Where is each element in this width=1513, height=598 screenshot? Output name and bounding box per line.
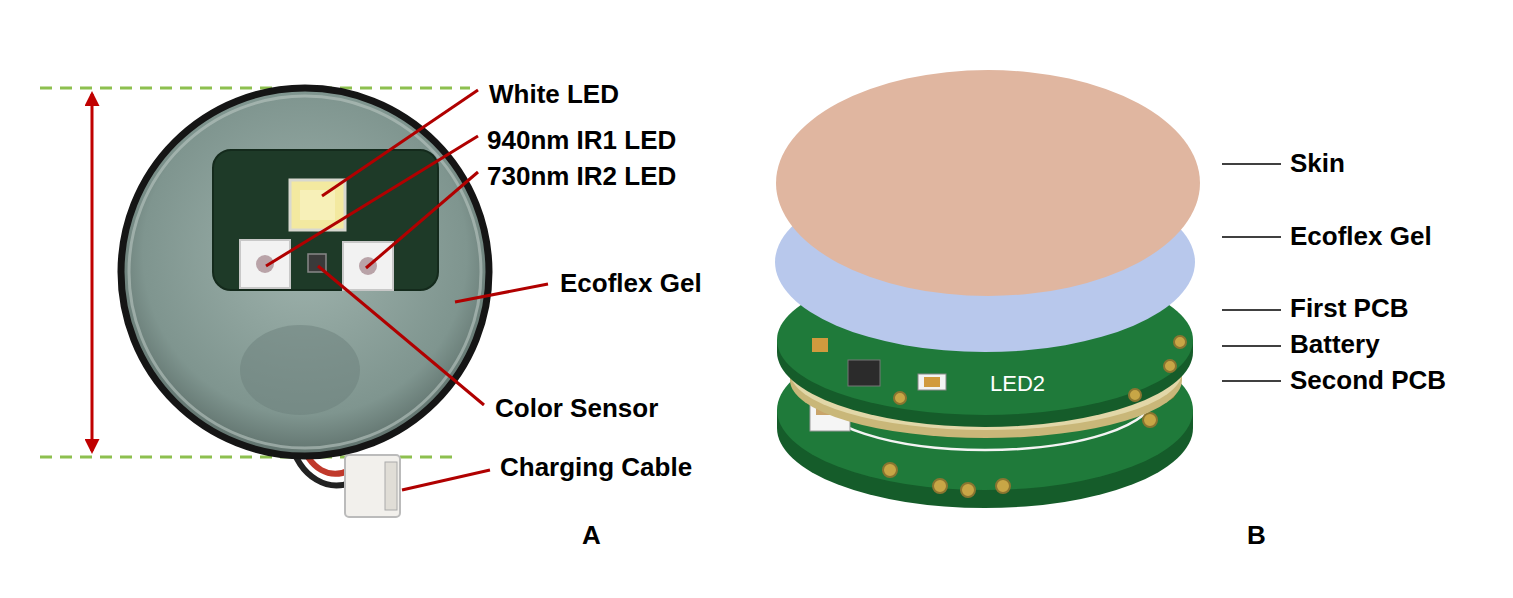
leader-line bbox=[322, 90, 478, 196]
pad bbox=[883, 463, 897, 477]
silkscreen-text: LED2 bbox=[990, 371, 1045, 396]
leader-line bbox=[1222, 236, 1281, 238]
component bbox=[848, 360, 880, 386]
layer-label: Skin bbox=[1290, 149, 1345, 179]
white-led bbox=[300, 190, 335, 220]
gel-edge bbox=[129, 96, 481, 448]
part-label: Ecoflex Gel bbox=[560, 269, 702, 299]
cable-connector bbox=[345, 455, 400, 517]
leader-line bbox=[1222, 345, 1281, 347]
leader-line bbox=[318, 266, 484, 405]
pad bbox=[996, 479, 1010, 493]
gel-shadow bbox=[240, 325, 360, 415]
pad bbox=[1129, 389, 1141, 401]
ir-led bbox=[240, 240, 290, 288]
pad bbox=[933, 479, 947, 493]
dimension-guide bbox=[40, 87, 470, 90]
part-label: White LED bbox=[489, 80, 619, 110]
leader-line bbox=[455, 284, 548, 302]
layer-label: Battery bbox=[1290, 330, 1380, 360]
leader-line bbox=[1222, 380, 1281, 382]
leader-line bbox=[366, 172, 478, 268]
leader-line bbox=[402, 470, 490, 490]
panel-letter: B bbox=[1247, 521, 1266, 551]
part-label: 730nm IR2 LED bbox=[487, 162, 676, 192]
part-label: Color Sensor bbox=[495, 394, 658, 424]
pad bbox=[894, 392, 906, 404]
layer-label: First PCB bbox=[1290, 294, 1408, 324]
leader-line bbox=[1222, 309, 1281, 311]
panel-letter: A bbox=[582, 521, 601, 551]
dimension-arrow bbox=[91, 94, 94, 451]
skin-layer bbox=[776, 70, 1200, 296]
pad bbox=[961, 483, 975, 497]
layer-label: Second PCB bbox=[1290, 366, 1446, 396]
part-label: 940nm IR1 LED bbox=[487, 126, 676, 156]
pad bbox=[1164, 360, 1176, 372]
component bbox=[812, 338, 828, 352]
pcb-window bbox=[213, 150, 438, 290]
component bbox=[924, 377, 940, 387]
device-body bbox=[121, 88, 489, 456]
part-label: Charging Cable bbox=[500, 453, 692, 483]
leader-line bbox=[1222, 163, 1281, 165]
pad bbox=[1143, 413, 1157, 427]
cable-connector bbox=[385, 462, 397, 510]
component bbox=[918, 374, 946, 390]
pad bbox=[1174, 336, 1186, 348]
layer-label: Ecoflex Gel bbox=[1290, 222, 1432, 252]
